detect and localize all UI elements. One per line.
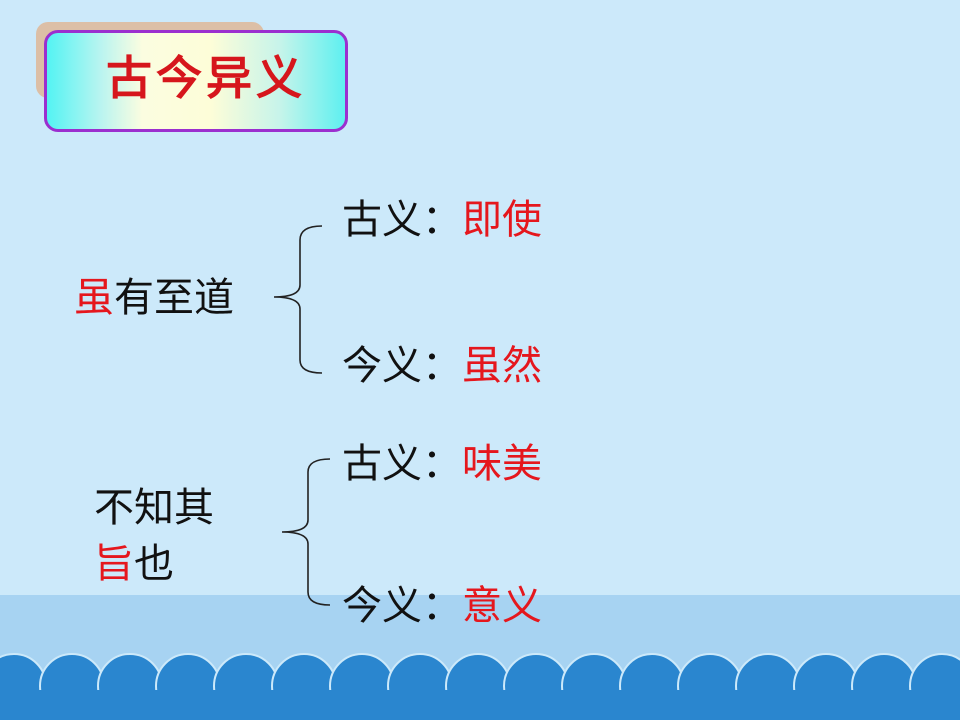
slide-title: 古今异义 bbox=[106, 51, 306, 105]
ancient-value-2: 味美 bbox=[462, 441, 542, 487]
modern-value-1: 虽然 bbox=[462, 343, 542, 389]
phrase-1: 虽有至道 bbox=[74, 274, 234, 322]
phrase-2-rest: 也 bbox=[134, 541, 174, 587]
phrase-2-line-1: 不知其 bbox=[94, 485, 214, 531]
modern-value-2: 意义 bbox=[462, 583, 542, 629]
phrase-1-highlight: 虽 bbox=[74, 275, 114, 321]
title-box bbox=[44, 30, 348, 132]
phrase-2-highlight: 旨 bbox=[94, 541, 134, 587]
brace-1 bbox=[273, 225, 323, 374]
wave-base bbox=[0, 690, 960, 720]
brace-2 bbox=[281, 458, 331, 606]
ancient-meaning-1: 古义：即使 bbox=[342, 196, 542, 244]
modern-label-2: 今义： bbox=[342, 583, 462, 629]
modern-label-1: 今义： bbox=[342, 343, 462, 389]
ancient-label-1: 古义： bbox=[342, 197, 462, 243]
ancient-meaning-2: 古义：味美 bbox=[342, 440, 542, 488]
wave-decoration bbox=[0, 653, 960, 720]
phrase-2-line-2: 旨也 bbox=[94, 540, 174, 588]
ancient-label-2: 古义： bbox=[342, 441, 462, 487]
ancient-value-1: 即使 bbox=[462, 197, 542, 243]
phrase-1-rest: 有至道 bbox=[114, 275, 234, 321]
modern-meaning-1: 今义：虽然 bbox=[342, 342, 542, 390]
modern-meaning-2: 今义：意义 bbox=[342, 582, 542, 630]
